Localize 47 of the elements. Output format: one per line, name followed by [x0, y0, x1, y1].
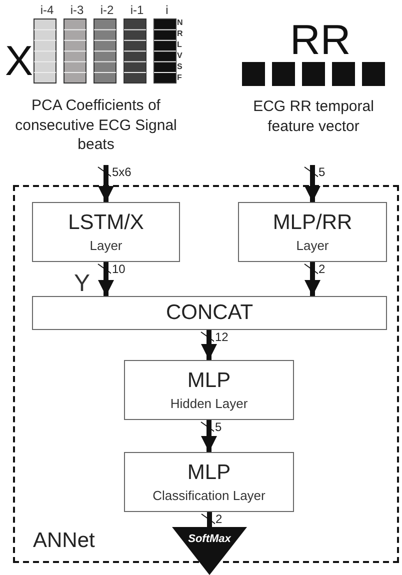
layer-title: MLP	[187, 368, 231, 394]
layer-box	[238, 202, 387, 262]
row-label: S	[177, 63, 182, 71]
row-label: F	[177, 74, 182, 82]
softmax-label: SoftMax	[188, 532, 231, 546]
bus-arrow	[98, 262, 114, 296]
edge-label: 5	[214, 421, 223, 433]
edge-label: 5x6	[111, 166, 132, 178]
bus-arrow	[200, 420, 217, 452]
layer-subtitle: Layer	[90, 238, 122, 254]
input-label: X	[5, 40, 34, 82]
bus-arrow	[98, 165, 114, 202]
row-label: N	[177, 19, 183, 27]
layer-title: CONCAT	[166, 300, 254, 326]
edge-label: 2	[318, 263, 326, 275]
bus-arrow	[304, 262, 320, 296]
input-caption: PCA Coefficients of consecutive ECG Signal beats	[15, 96, 177, 154]
column-label: i	[164, 4, 170, 16]
edge-label: 2	[214, 513, 224, 525]
layer-title: LSTM/X	[68, 210, 144, 236]
edge-label: 10	[111, 263, 126, 275]
dashed-container	[13, 185, 399, 563]
bus-arrow	[200, 330, 217, 360]
layer-title: MLP/RR	[272, 210, 352, 236]
input-label: RR	[290, 19, 351, 61]
container-label: ANNet	[33, 529, 95, 553]
column-label: i-2	[99, 4, 115, 16]
input-caption: ECG RR temporal feature vector	[252, 97, 375, 136]
bus-arrow	[304, 165, 320, 202]
output-label: Y	[74, 272, 90, 296]
layer-box	[32, 296, 387, 330]
edge-label: 12	[214, 331, 230, 343]
edge-label: 5	[318, 166, 326, 178]
layer-box	[32, 202, 180, 262]
row-label: L	[177, 41, 182, 49]
row-label: V	[177, 52, 182, 60]
row-label: R	[177, 30, 183, 38]
column-label: i-4	[39, 4, 55, 16]
column-label: i-3	[69, 4, 85, 16]
layer-subtitle: Classification Layer	[152, 488, 266, 504]
layer-box	[124, 360, 294, 420]
layer-title: MLP	[187, 460, 231, 486]
bus-arrow	[201, 512, 216, 527]
layer-subtitle: Hidden Layer	[170, 396, 248, 412]
layer-box	[124, 452, 294, 512]
layer-subtitle: Layer	[296, 238, 329, 254]
column-label: i-1	[129, 4, 145, 16]
